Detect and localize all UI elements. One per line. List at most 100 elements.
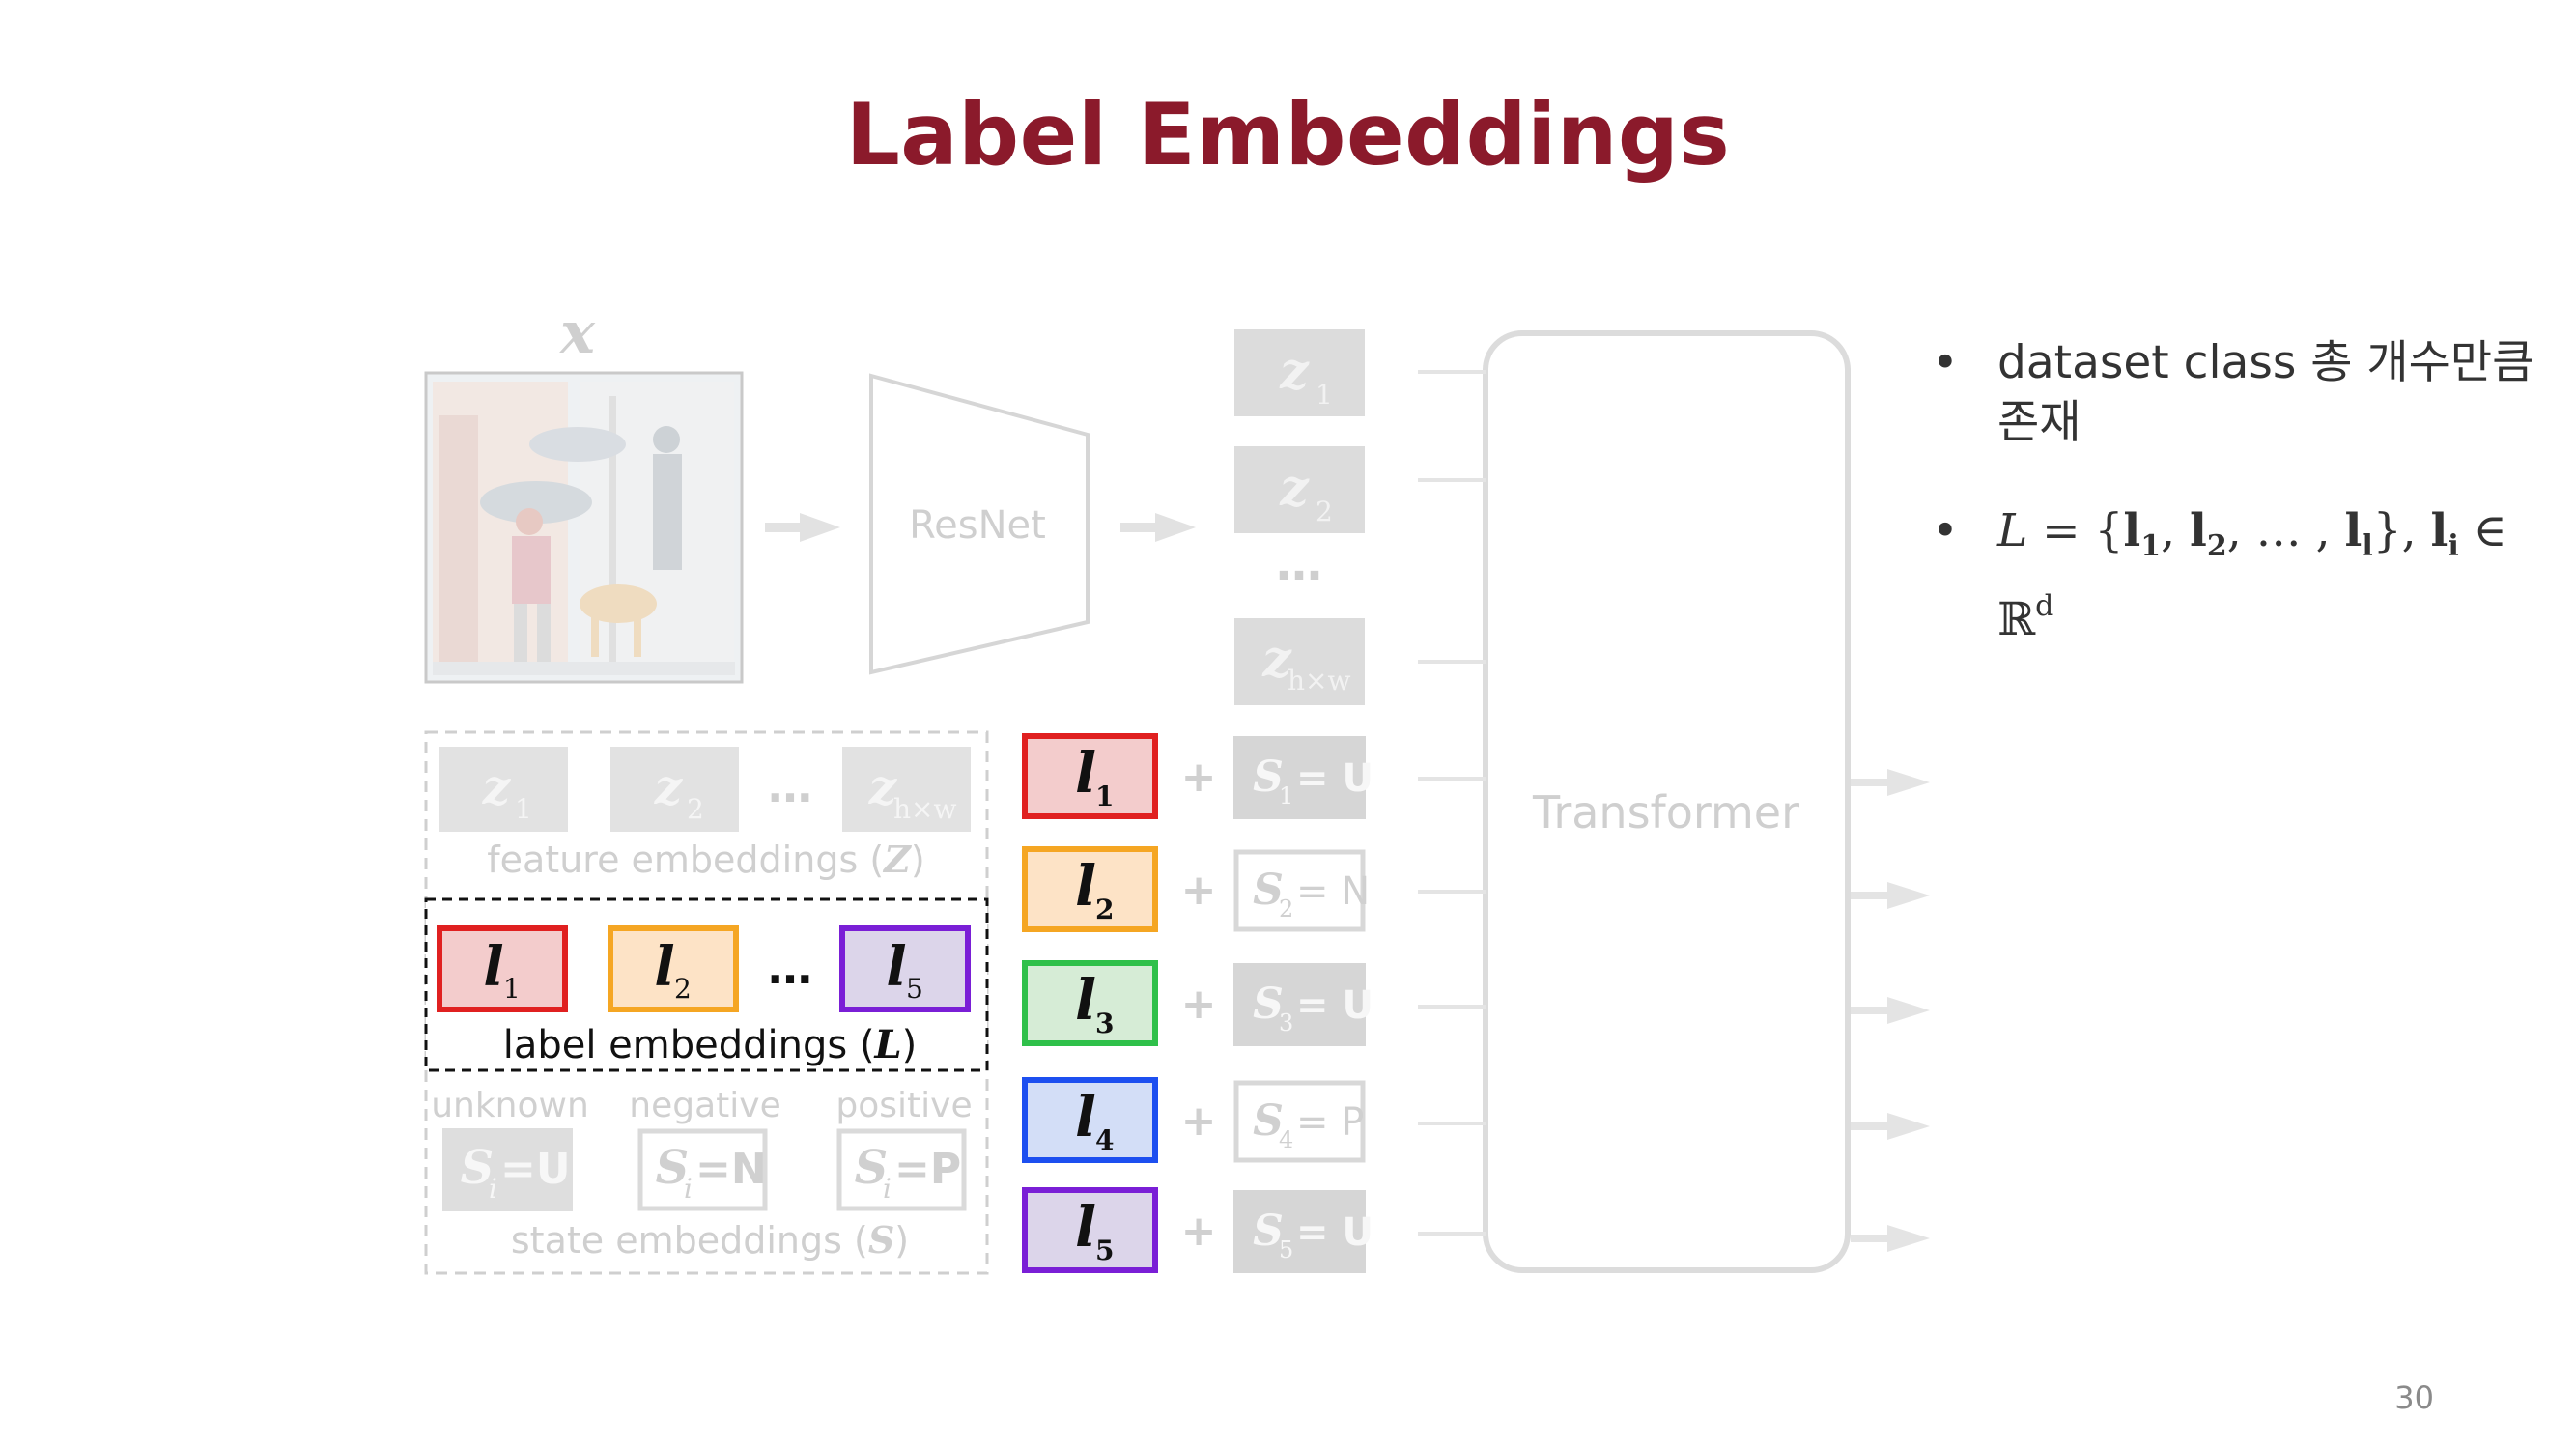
- label-caption: label embeddings (L): [503, 1022, 918, 1067]
- svg-text:+: +: [1181, 753, 1217, 802]
- svg-text:5: 5: [906, 973, 923, 1005]
- svg-text:z: z: [1279, 342, 1310, 401]
- output-arrow: [1851, 882, 1930, 909]
- feature-embedding-token: z h×w: [842, 747, 971, 832]
- bullet-list: • dataset class 총 개수만큼 존재 • L = {l1, l2,…: [1932, 333, 2569, 650]
- bullet-dot: •: [1932, 336, 1959, 389]
- svg-text:1: 1: [1316, 379, 1333, 411]
- svg-text:z: z: [1261, 630, 1292, 689]
- bullet-item: • dataset class 총 개수만큼 존재: [1932, 333, 2569, 453]
- svg-text:unknown: unknown: [431, 1086, 589, 1125]
- svg-text:i: i: [684, 1173, 693, 1205]
- page-number: 30: [2394, 1379, 2434, 1416]
- svg-text:+: +: [1181, 866, 1217, 915]
- svg-text:=N: =N: [695, 1145, 767, 1194]
- svg-text:1: 1: [515, 793, 532, 825]
- svg-text:2: 2: [674, 973, 692, 1005]
- transformer-label: Transformer: [1532, 786, 1799, 838]
- flow-arrow: [765, 513, 840, 542]
- svg-text:2: 2: [1095, 894, 1114, 925]
- svg-text:+: +: [1181, 980, 1217, 1029]
- svg-text:=U: =U: [500, 1145, 571, 1194]
- svg-text:z: z: [482, 758, 512, 815]
- bullet-item: • L = {l1, l2, … , ll}, li ∈ ℝd: [1932, 501, 2569, 650]
- feature-embedding-token: z 2: [610, 747, 739, 832]
- svg-text:z: z: [1279, 459, 1310, 518]
- svg-text:negative: negative: [629, 1086, 780, 1125]
- svg-text:l: l: [1075, 1084, 1096, 1150]
- feature-ellipsis: …: [768, 760, 812, 812]
- svg-text:S: S: [1253, 866, 1284, 915]
- z-token: z h×w: [1234, 618, 1365, 705]
- svg-text:= P: = P: [1296, 1100, 1364, 1145]
- output-arrow: [1851, 1225, 1930, 1252]
- output-arrow: [1851, 769, 1930, 796]
- svg-text:2: 2: [1279, 895, 1293, 923]
- label-set-formula: L = {l1, l2, … , ll}, li ∈ ℝd: [1997, 504, 2507, 646]
- resnet-block: [869, 373, 1090, 675]
- svg-text:5: 5: [1095, 1235, 1114, 1266]
- svg-text:1: 1: [503, 973, 521, 1005]
- svg-text:= U: = U: [1296, 983, 1373, 1028]
- svg-text:i: i: [489, 1173, 497, 1205]
- svg-text:S: S: [656, 1141, 690, 1195]
- label-state-row: l5+S5= U: [1022, 1187, 1373, 1273]
- svg-text:l: l: [1075, 1194, 1096, 1260]
- transformer-block: [1483, 330, 1851, 1273]
- slide-title: Label Embeddings: [845, 85, 1731, 185]
- resnet-label: ResNet: [909, 503, 1046, 548]
- z-token: z 2: [1234, 446, 1365, 533]
- svg-text:positive: positive: [835, 1086, 972, 1125]
- svg-text:= U: = U: [1296, 1210, 1373, 1255]
- svg-text:+: +: [1181, 1096, 1217, 1146]
- svg-text:2: 2: [1316, 496, 1333, 527]
- svg-text:1: 1: [1279, 782, 1293, 810]
- svg-text:l: l: [1075, 853, 1096, 919]
- svg-text:4: 4: [1279, 1126, 1293, 1153]
- token-ellipsis: …: [1276, 537, 1322, 591]
- label-ellipsis: …: [768, 942, 812, 994]
- transformer-outputs: [1851, 769, 1930, 1252]
- svg-text:l: l: [654, 935, 674, 999]
- svg-text:i: i: [883, 1173, 892, 1205]
- svg-text:1: 1: [1095, 781, 1114, 812]
- feature-embedding-token: z 1: [439, 747, 568, 832]
- feature-caption: feature embeddings (Z): [487, 838, 924, 881]
- label-state-row: l2+S2= N: [1022, 846, 1370, 932]
- svg-text:S: S: [1253, 1096, 1284, 1146]
- z-token: z 1: [1234, 329, 1365, 416]
- svg-text:= U: = U: [1296, 756, 1373, 801]
- svg-text:z: z: [654, 758, 684, 815]
- svg-text:2: 2: [687, 793, 704, 825]
- svg-text:= N: = N: [1296, 869, 1370, 914]
- svg-text:S: S: [855, 1141, 889, 1195]
- svg-text:4: 4: [1095, 1124, 1114, 1156]
- svg-text:z: z: [868, 758, 898, 815]
- svg-text:S: S: [1253, 753, 1284, 802]
- bullet-text: dataset class 총 개수만큼 존재: [1997, 336, 2534, 449]
- state-caption: state embeddings (S): [511, 1218, 909, 1262]
- svg-text:S: S: [1253, 980, 1284, 1029]
- svg-text:5: 5: [1279, 1236, 1293, 1264]
- svg-text:S: S: [461, 1141, 495, 1195]
- transformer-inputs: [1418, 370, 1486, 1236]
- input-image: [424, 371, 744, 684]
- input-symbol: x: [558, 299, 596, 367]
- svg-text:l: l: [483, 935, 503, 999]
- svg-text:+: +: [1181, 1207, 1217, 1256]
- svg-text:l: l: [1075, 967, 1096, 1033]
- svg-text:S: S: [1253, 1207, 1284, 1256]
- label-state-row: l1+S1= U: [1022, 733, 1373, 819]
- output-arrow: [1851, 1113, 1930, 1140]
- output-arrow: [1851, 997, 1930, 1024]
- svg-text:h×w: h×w: [893, 793, 956, 825]
- flow-arrow: [1120, 513, 1196, 542]
- svg-text:l: l: [1075, 740, 1096, 806]
